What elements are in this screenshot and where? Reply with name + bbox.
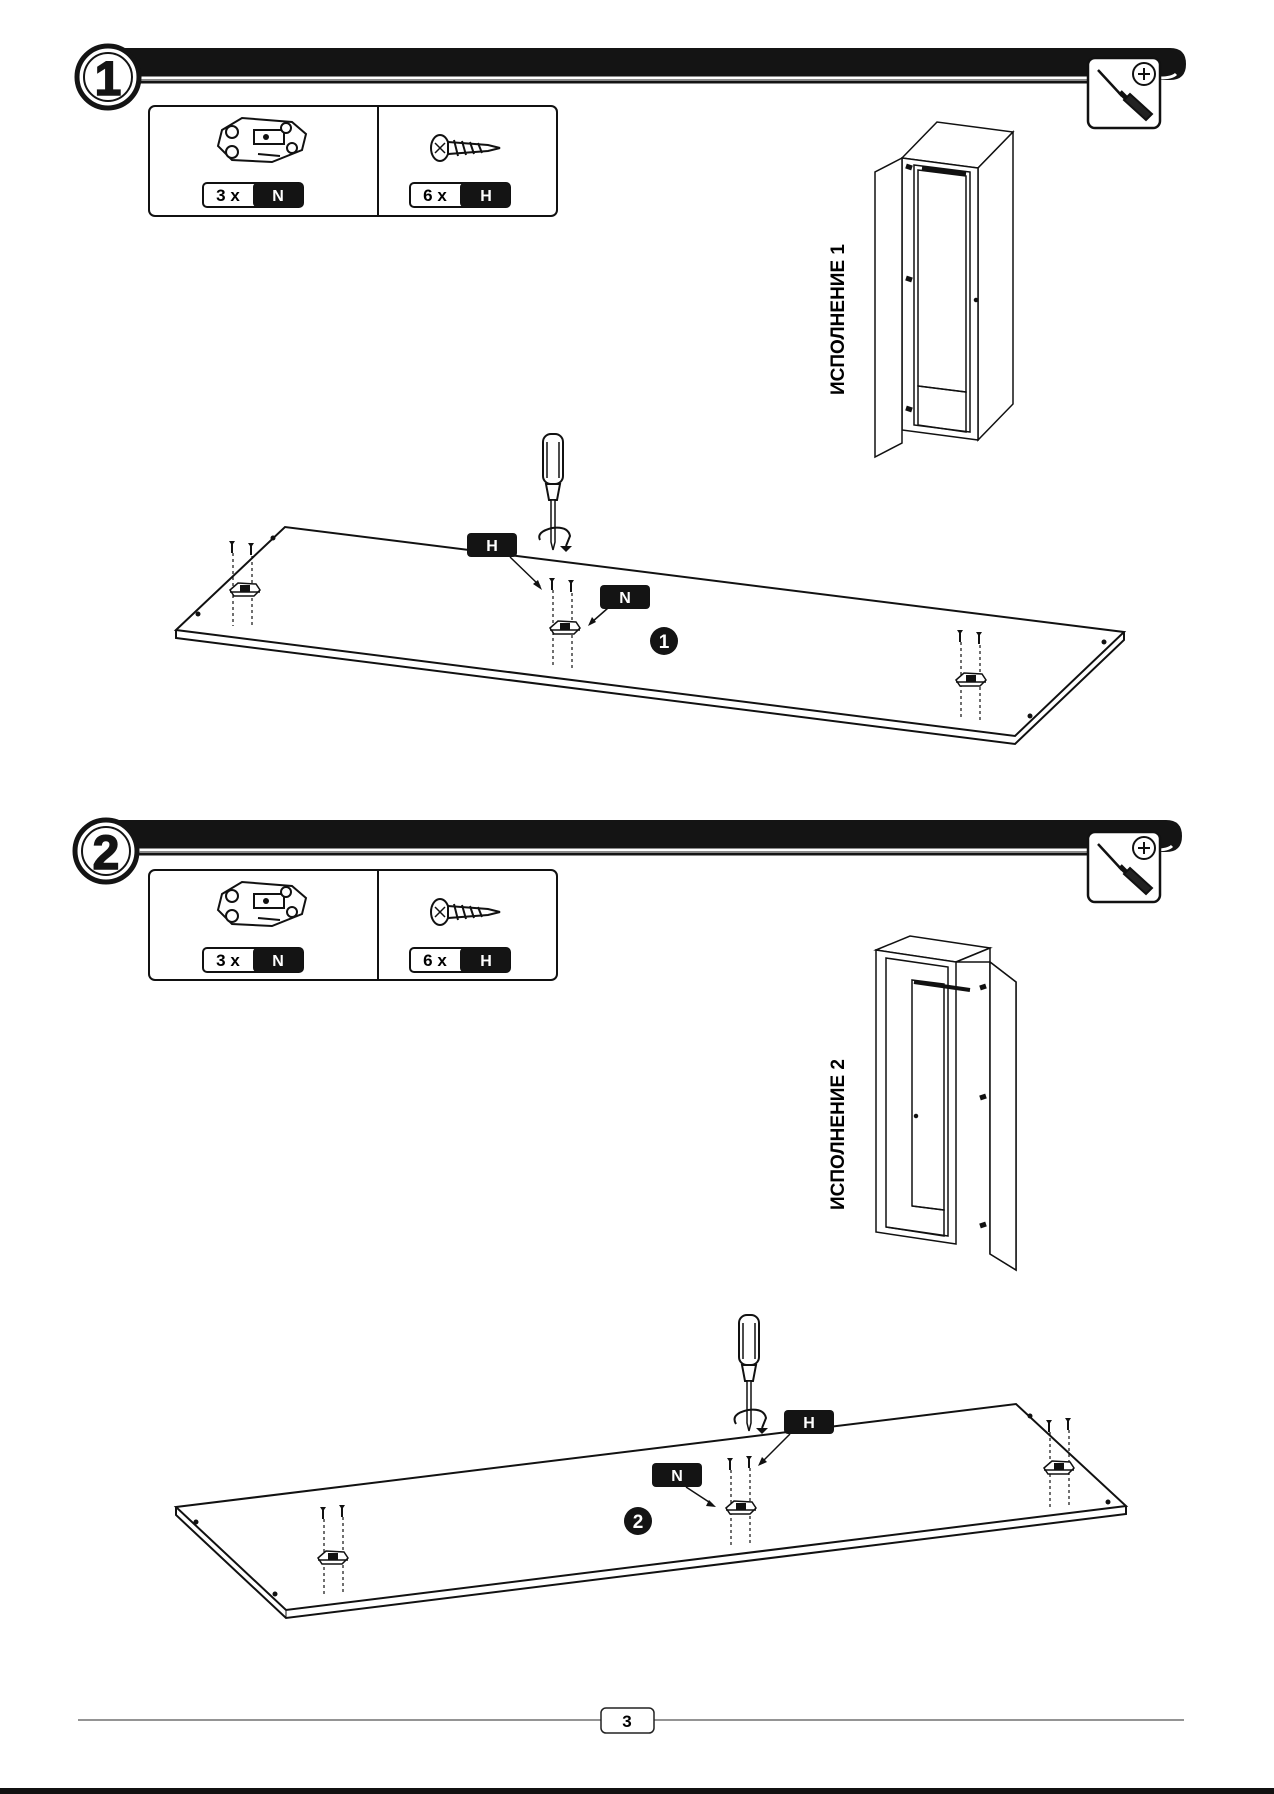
step-marker-label: 1	[659, 632, 670, 653]
screwdriver-icon	[542, 433, 564, 551]
panel-board	[173, 1314, 1129, 1620]
cabinet-diagram	[873, 935, 1017, 1272]
hinge-location	[1043, 1418, 1075, 1508]
step-2-header-bar	[110, 820, 1182, 856]
part-qty: 6 x	[423, 951, 447, 970]
cabinet-diagram	[874, 121, 1015, 459]
bottom-edge	[0, 1788, 1274, 1794]
hinge-location	[955, 630, 987, 721]
phillips-screwdriver-icon	[1088, 832, 1160, 902]
callout-hinge	[652, 1463, 702, 1487]
hinge-location	[725, 1456, 757, 1548]
callout-hinge-label: N	[671, 1468, 683, 1485]
step-1-number: 1	[95, 53, 122, 106]
parts-box: 3 x N 6 x H	[148, 105, 558, 217]
step-1-number-badge: 1	[74, 43, 142, 111]
part-code: N	[272, 188, 284, 205]
rotate-arrow-icon	[733, 1408, 768, 1429]
page-number: 3	[622, 1712, 631, 1731]
hinge-location	[549, 578, 581, 669]
callout-screw-label: H	[486, 538, 498, 555]
page-footer: 3	[78, 1707, 1184, 1734]
step-2-number-badge: 2	[72, 817, 140, 885]
step-marker-label: 2	[633, 1512, 644, 1533]
part-qty: 6 x	[423, 186, 447, 205]
step-1: 1 3 x N 6 x H ИСПОЛНЕНИЕ 1	[74, 43, 1186, 746]
callout-screw	[467, 533, 517, 557]
part-code: N	[272, 953, 284, 970]
hinge-location	[229, 541, 261, 628]
parts-box: 3 x N 6 x H	[148, 869, 558, 981]
callout-hinge	[600, 585, 650, 609]
rotate-arrow-icon	[538, 526, 572, 547]
screwdriver-icon	[738, 1314, 760, 1432]
part-code: H	[480, 188, 492, 205]
step-marker	[624, 1507, 652, 1535]
phillips-screwdriver-icon	[1088, 58, 1160, 128]
variant-label: ИСПОЛНЕНИЕ 2	[828, 1059, 849, 1210]
panel-board	[173, 433, 1127, 746]
callout-hinge-label: N	[619, 590, 631, 607]
part-code: H	[480, 953, 492, 970]
step-1-header-bar	[110, 48, 1186, 84]
step-2: 2 3 x N 6 x H ИСПОЛНЕНИЕ 2	[72, 817, 1182, 1620]
part-qty: 3 x	[216, 186, 240, 205]
variant-label: ИСПОЛНЕНИЕ 1	[828, 244, 849, 395]
step-marker	[650, 627, 678, 655]
step-2-number: 2	[93, 827, 120, 880]
part-qty: 3 x	[216, 951, 240, 970]
callout-screw	[784, 1410, 834, 1434]
callout-screw-label: H	[803, 1415, 815, 1432]
hinge-location	[317, 1505, 349, 1596]
